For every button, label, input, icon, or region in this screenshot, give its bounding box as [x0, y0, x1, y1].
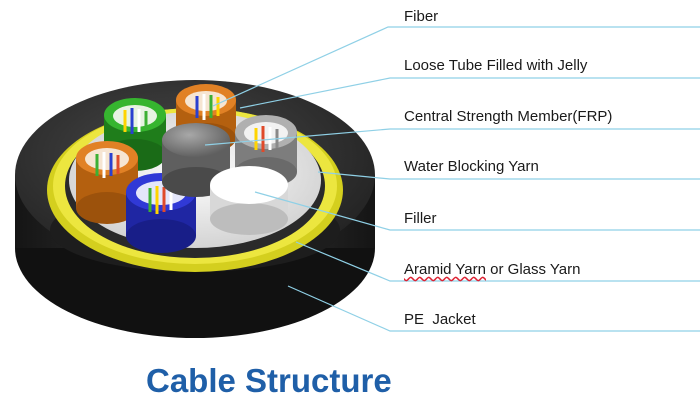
filler-rod	[210, 166, 288, 235]
callout-jacket	[287, 285, 700, 332]
callout-loose-tube	[239, 77, 700, 109]
label-strength-member: Central Strength Member(FRP)	[404, 108, 613, 125]
callout-aramid	[295, 241, 700, 282]
callout-water-blocking	[317, 171, 700, 180]
callout-fiber	[212, 26, 700, 107]
callout-filler	[254, 191, 700, 231]
callout-strength-member	[204, 128, 700, 146]
label-fiber: Fiber	[404, 8, 439, 25]
label-pe-jacket: PE Jacket	[404, 311, 476, 328]
label-filler: Filler	[404, 210, 437, 227]
aramid-word: Aramid Yarn	[404, 261, 486, 278]
label-water-blocking: Water Blocking Yarn	[404, 158, 539, 175]
callout-lines	[204, 26, 700, 332]
aramid-rest: or Glass Yarn	[485, 261, 581, 278]
label-loose-tube: Loose Tube Filled with Jelly	[404, 57, 588, 74]
diagram-title: Cable Structure	[146, 362, 392, 399]
label-aramid-yarn: Aramid Yarn or Glass Yarn	[404, 261, 580, 279]
